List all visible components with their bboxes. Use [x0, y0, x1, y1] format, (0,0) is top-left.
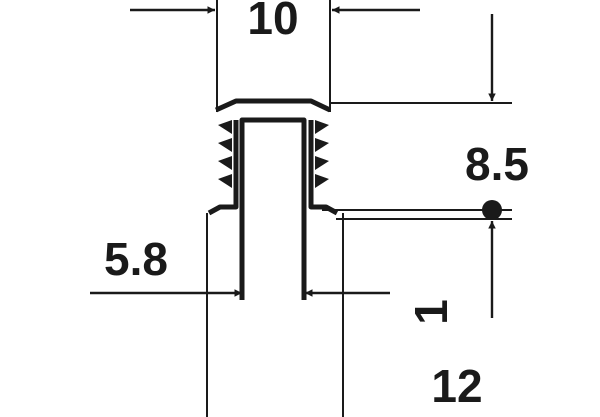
profile-left-flange	[207, 120, 239, 216]
dimension-arrows	[90, 6, 496, 318]
profile-teeth	[218, 120, 329, 188]
dimension-label-top-width: 10	[247, 0, 298, 44]
tooth-right-3	[315, 156, 329, 170]
profile-right-flange	[308, 120, 339, 216]
tooth-right-1	[315, 120, 329, 134]
profile-inner-channel	[239, 117, 307, 300]
tooth-left-1	[218, 120, 232, 134]
tooth-right-2	[315, 138, 329, 152]
tooth-right-4	[315, 174, 329, 188]
dimension-label-bottom-height: 12	[431, 360, 482, 412]
reference-dot	[482, 200, 502, 220]
dimension-label-partial: 1	[405, 299, 457, 325]
tooth-left-4	[218, 174, 232, 188]
tooth-left-2	[218, 138, 232, 152]
extension-lines	[206, 0, 512, 417]
dimension-label-stem-width: 5.8	[104, 233, 168, 285]
tooth-left-3	[218, 156, 232, 170]
dimension-label-flange-height: 8.5	[465, 138, 529, 190]
t-profile-outline	[207, 98, 339, 300]
profile-top-cap	[214, 98, 332, 113]
